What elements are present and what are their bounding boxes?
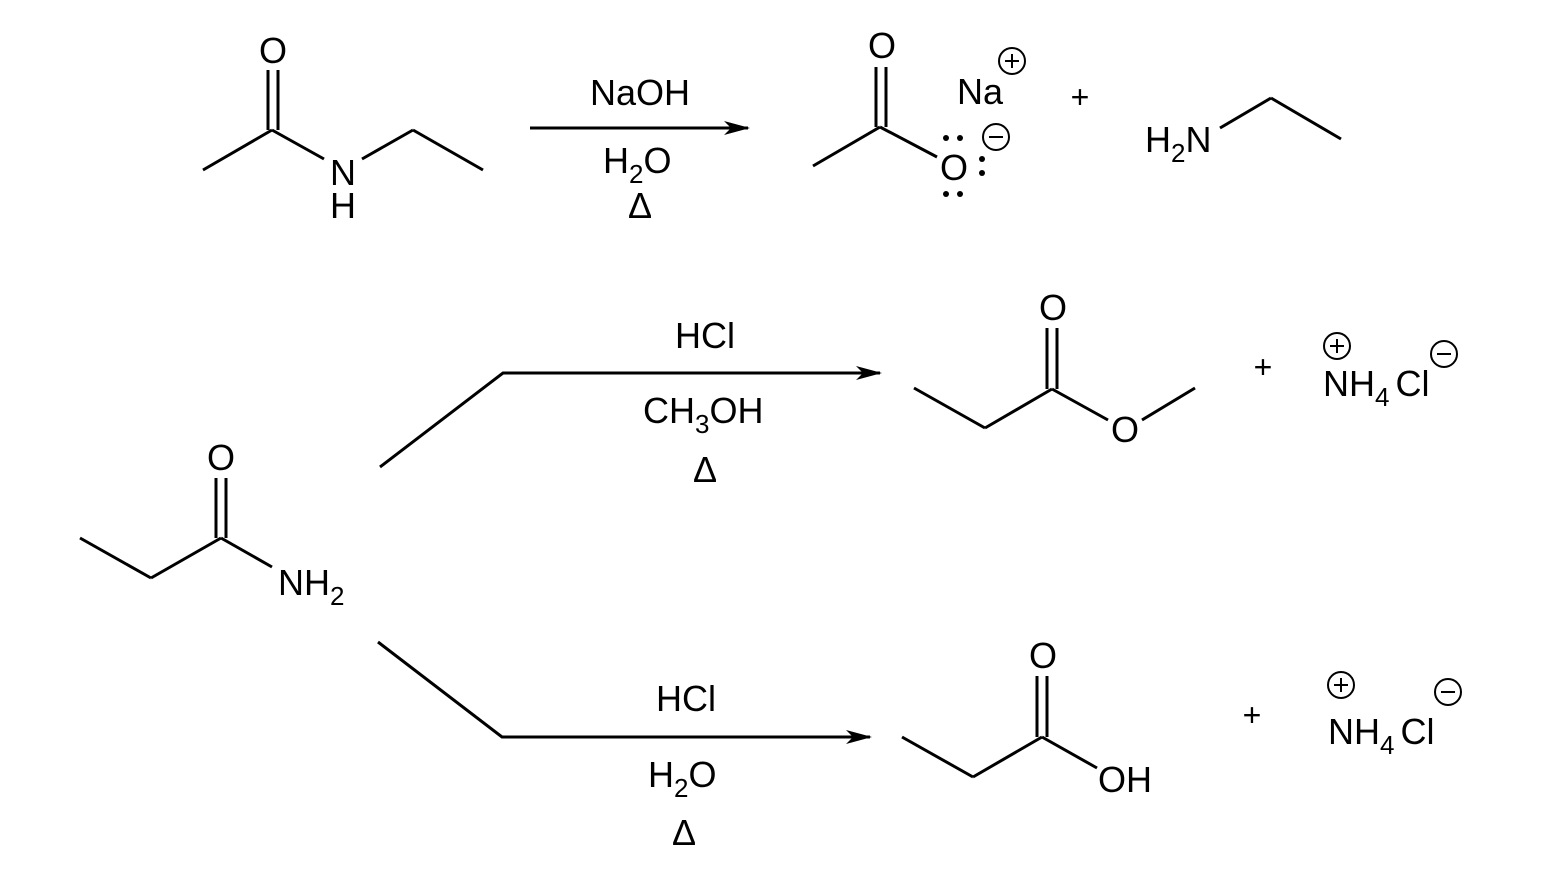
reaction-arrow-1: NaOH H2O Δ: [530, 72, 750, 226]
carbonyl-oxygen-label: O: [207, 437, 235, 478]
negative-charge-icon: [1430, 340, 1458, 368]
reagent-naoh: NaOH: [590, 72, 690, 113]
carbonyl-oxygen-label: O: [1039, 287, 1067, 328]
reagent-water: H2O: [603, 140, 671, 189]
amide-hydrogen-label: H: [330, 185, 356, 226]
amine-label: H2N: [1145, 119, 1211, 168]
reagent-water: H2O: [648, 754, 716, 803]
positive-charge-icon: [998, 47, 1026, 75]
ester-oxygen-label: O: [1111, 409, 1139, 450]
carbonyl-oxygen-label: O: [1029, 635, 1057, 676]
reaction-arrow-3: HCl H2O Δ: [377, 640, 872, 853]
negative-charge-icon: [982, 123, 1010, 151]
heat-symbol: Δ: [693, 449, 717, 490]
ethylamine-structure: H2N: [1145, 96, 1342, 168]
negative-charge-icon: [1434, 678, 1462, 706]
propanamide-structure: O NH2: [79, 437, 344, 611]
plus-sign: +: [1254, 349, 1273, 385]
carboxylate-oxygen-label: O: [940, 147, 968, 188]
reaction-arrow-2: HCl CH3OH Δ: [379, 315, 882, 490]
amide-nitrogen-label: N: [330, 152, 356, 193]
reagent-hcl: HCl: [656, 678, 716, 719]
carbonyl-oxygen-label: O: [259, 30, 287, 71]
plus-sign: +: [1071, 79, 1090, 115]
sodium-acetate-structure: O O Na: [812, 25, 1026, 197]
heat-symbol: Δ: [628, 185, 652, 226]
methyl-propanoate-structure: O O: [913, 287, 1196, 450]
heat-symbol: Δ: [672, 812, 696, 853]
reagent-methanol: CH3OH: [643, 390, 763, 439]
positive-charge-icon: [1323, 332, 1351, 360]
n-ethylacetamide-structure: O N H: [202, 30, 484, 226]
positive-charge-icon: [1327, 671, 1355, 699]
propanoic-acid-structure: O OH: [901, 635, 1152, 800]
plus-sign: +: [1243, 697, 1262, 733]
amine-label: NH2: [278, 562, 344, 611]
hydroxyl-label: OH: [1098, 759, 1152, 800]
carbonyl-oxygen-label: O: [868, 25, 896, 66]
reaction-1-basic-hydrolysis: O N H NaOH H2O Δ O O: [202, 25, 1342, 226]
reagent-hcl: HCl: [675, 315, 735, 356]
sodium-label: Na: [957, 71, 1004, 112]
